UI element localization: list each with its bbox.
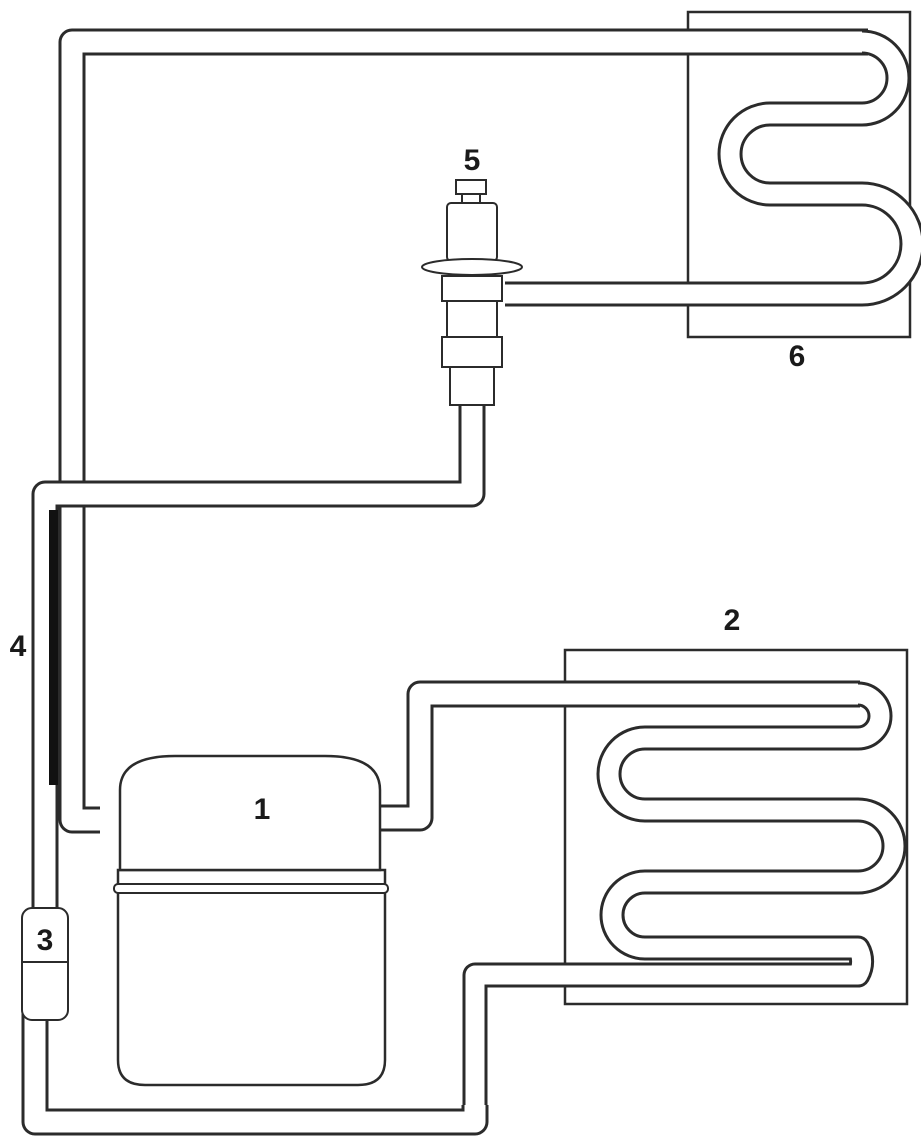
- suction-line: [58, 28, 868, 834]
- label-expansion-valve: 5: [464, 144, 481, 177]
- discharge-line: [372, 680, 860, 832]
- compressor: [113, 754, 389, 1087]
- valve-outlet-line: [31, 405, 486, 915]
- label-evaporator: 6: [789, 340, 806, 373]
- label-capillary-tube: 4: [10, 630, 27, 663]
- expansion-valve: [421, 179, 523, 406]
- filter-drier: [21, 907, 69, 1021]
- label-condenser: 2: [724, 604, 741, 637]
- label-filter-drier: 3: [37, 924, 54, 957]
- label-compressor: 1: [254, 793, 271, 826]
- liquid-line: [21, 1010, 489, 1136]
- evaporator-coil: [505, 29, 921, 307]
- condenser-coil: [462, 681, 907, 1110]
- capillary-tube: [49, 510, 58, 785]
